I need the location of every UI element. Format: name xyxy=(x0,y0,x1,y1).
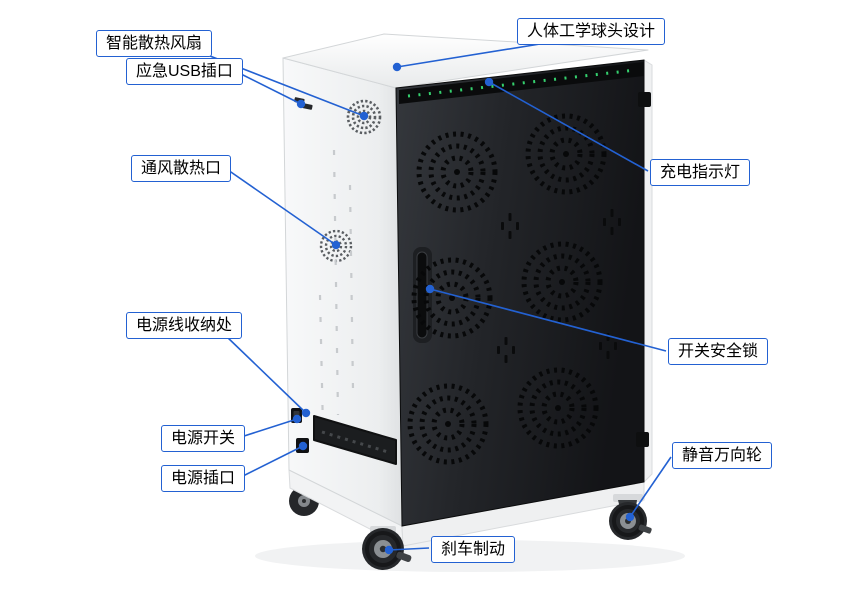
door-slot-cluster xyxy=(603,209,621,235)
line-ergonomic-ball-head xyxy=(396,43,541,68)
cabinet-door xyxy=(395,59,645,527)
dot-ventilation-outlet xyxy=(331,240,341,250)
line-silent-casters xyxy=(629,456,672,518)
door-vent-pattern xyxy=(517,367,599,449)
brake-pedal xyxy=(396,551,412,563)
door-vent-pattern xyxy=(521,241,603,323)
cabinet-top xyxy=(282,33,649,89)
door-slot-cluster xyxy=(501,213,519,239)
callout-label-power-switch: 电源开关 xyxy=(161,425,246,452)
callout-label-switch-safety-lock: 开关安全锁 xyxy=(668,338,769,365)
door-hinge-top xyxy=(638,92,651,107)
callout-label-wheel-brake: 刹车制动 xyxy=(431,536,516,563)
callout-label-silent-swivel-casters: 静音万向轮 xyxy=(672,442,773,469)
dot-cord-storage xyxy=(301,408,311,418)
cabinet-right-edge xyxy=(643,59,653,484)
callout-label-emergency-usb-port: 应急USB插口 xyxy=(126,58,243,85)
line-emergency-usb-port xyxy=(236,71,302,105)
line-cord-storage xyxy=(225,335,307,414)
line-wheel-brake xyxy=(388,547,430,551)
door-slot-cluster xyxy=(599,333,617,359)
door-vent-pattern xyxy=(525,113,607,195)
line-safety-lock xyxy=(429,288,667,352)
cord-storage-recess xyxy=(313,415,397,465)
callout-dots xyxy=(292,62,635,555)
line-ventilation-outlet xyxy=(227,169,337,246)
dot-safety-lock xyxy=(425,284,435,294)
callout-label-charging-indicator-light: 充电指示灯 xyxy=(650,159,751,186)
door-vent-pattern xyxy=(416,131,498,213)
door-vent-pattern xyxy=(407,383,489,465)
callout-label-smart-cooling-fan: 智能散热风扇 xyxy=(96,30,213,57)
dot-charging-indicator xyxy=(484,77,494,87)
line-power-socket xyxy=(240,445,304,478)
door-hinge-bottom xyxy=(636,432,649,447)
dot-wheel-brake xyxy=(384,545,394,555)
dot-silent-casters xyxy=(625,512,635,522)
panel-vent-slots xyxy=(318,149,355,431)
callout-label-ergonomic-ball-head: 人体工学球头设计 xyxy=(517,18,666,45)
dot-smart-cooling-fan xyxy=(359,111,369,121)
door-details xyxy=(399,62,651,465)
door-slot-cluster xyxy=(497,337,515,363)
dot-ergonomic-ball-head xyxy=(392,62,402,72)
line-power-switch xyxy=(240,418,298,438)
dot-power-socket xyxy=(298,441,308,451)
led-strip xyxy=(399,62,644,104)
dot-power-switch xyxy=(292,414,302,424)
callout-label-power-socket: 电源插口 xyxy=(161,465,246,492)
line-charging-indicator xyxy=(488,81,649,172)
callout-label-ventilation-outlet: 通风散热口 xyxy=(131,155,232,182)
dot-emergency-usb-port xyxy=(296,99,306,109)
callout-label-power-cord-storage: 电源线收纳处 xyxy=(126,312,243,339)
